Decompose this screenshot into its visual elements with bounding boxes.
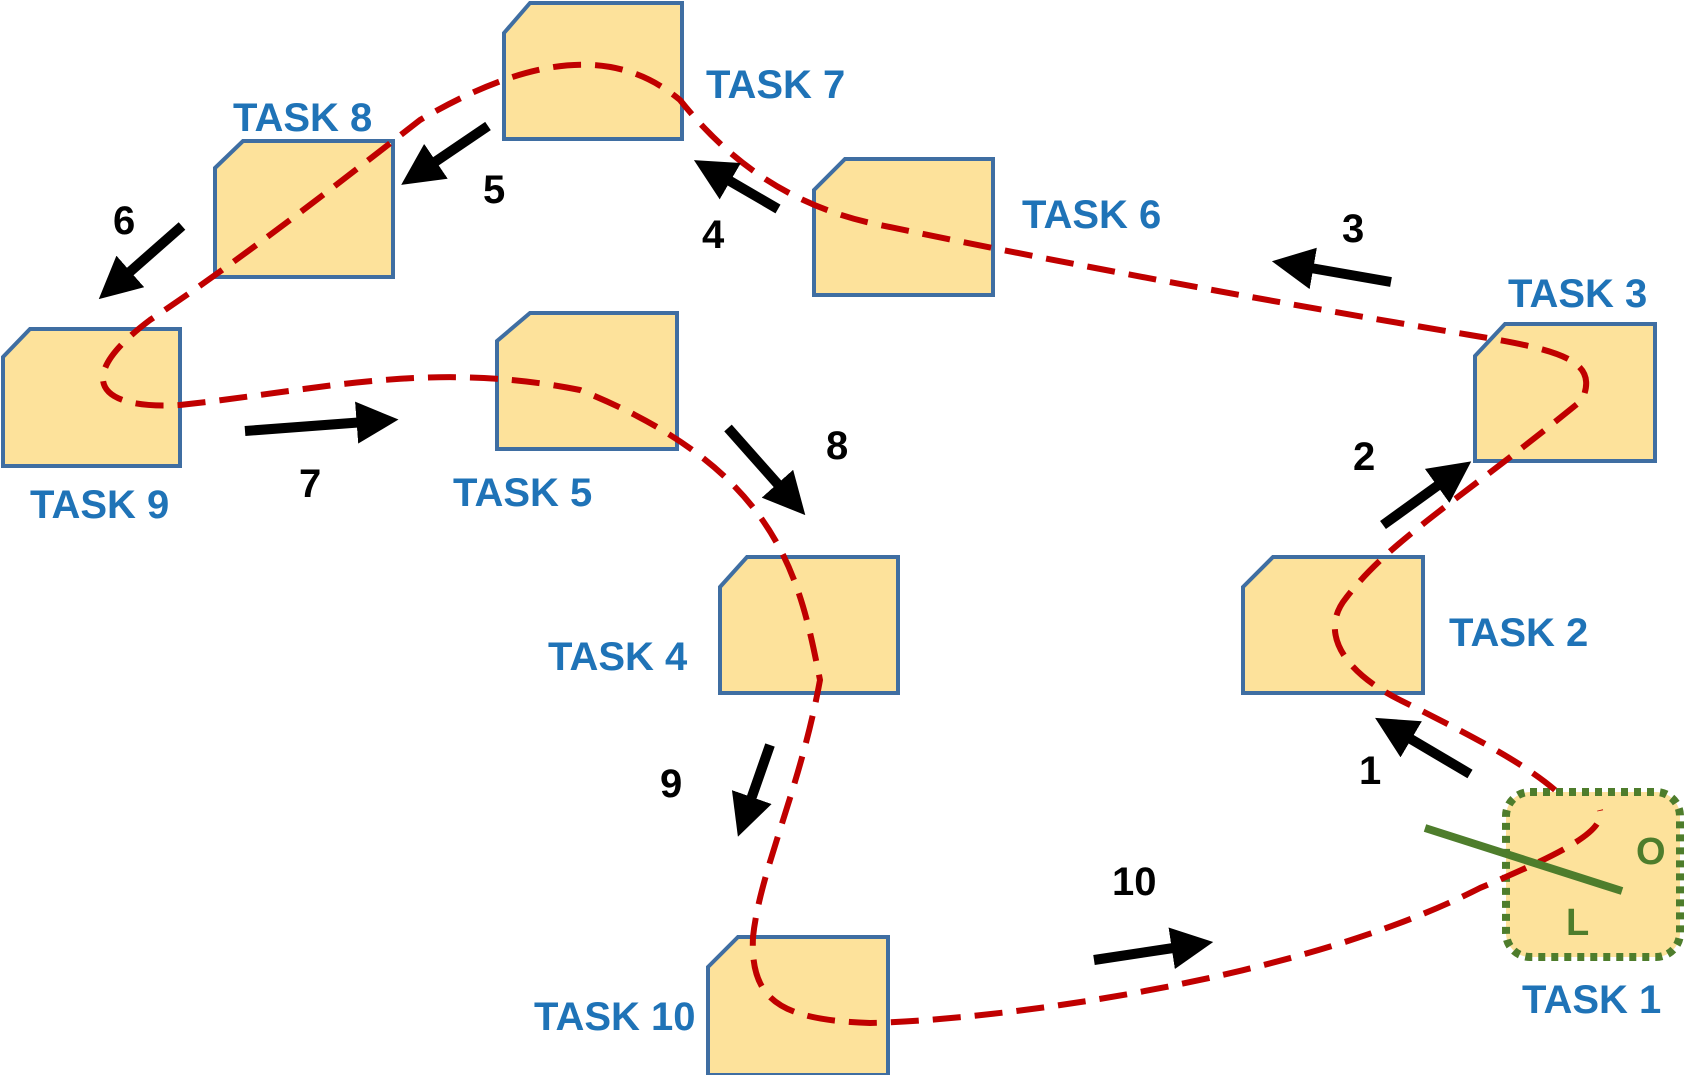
step-2-arrow <box>1380 461 1472 530</box>
task-10-label: TASK 10 <box>534 995 696 1039</box>
depot-o-label: O <box>1636 831 1666 873</box>
task-10-box <box>706 935 890 1075</box>
depot-l-label: L <box>1566 902 1589 944</box>
step-1-label: 1 <box>1359 749 1381 793</box>
step-4-arrow <box>693 160 781 214</box>
tour-route <box>99 61 1604 1027</box>
step-3-label: 3 <box>1342 207 1364 251</box>
task-6-label: TASK 6 <box>1022 193 1161 237</box>
step-7-arrow <box>244 401 399 444</box>
step-8-label: 8 <box>826 424 848 468</box>
task-3-box <box>1473 322 1657 463</box>
task-2-box <box>1241 555 1425 695</box>
task-1-label: TASK 1 <box>1522 978 1661 1022</box>
step-4-label: 4 <box>702 213 725 257</box>
task-5-label: TASK 5 <box>453 471 592 515</box>
task-2-label: TASK 2 <box>1449 611 1588 655</box>
lo-line <box>1423 824 1624 895</box>
step-6-label: 6 <box>113 199 135 243</box>
step-8-arrow <box>724 424 806 516</box>
task-4-box <box>718 555 900 695</box>
task-7-label: TASK 7 <box>706 63 845 107</box>
task-7-box <box>502 1 684 141</box>
step-6-arrow <box>98 222 186 300</box>
step-labels: 1 2 3 4 5 6 7 8 9 10 <box>113 168 1381 904</box>
step-10-arrow <box>1093 927 1214 970</box>
step-3-arrow <box>1271 247 1392 290</box>
task-9-label: TASK 9 <box>30 483 169 527</box>
step-10-label: 10 <box>1112 860 1157 904</box>
step-5-arrow <box>401 121 491 185</box>
step-7-label: 7 <box>299 462 321 506</box>
task-8-label: TASK 8 <box>233 96 372 140</box>
step-arrows <box>98 121 1473 970</box>
task-9-box <box>1 327 182 468</box>
step-9-label: 9 <box>660 762 682 806</box>
step-9-arrow <box>731 743 775 837</box>
task-labels: TASK 1 TASK 2 TASK 3 TASK 4 TASK 5 TASK … <box>30 63 1661 1039</box>
step-1-arrow <box>1375 717 1473 779</box>
step-5-label: 5 <box>483 168 505 212</box>
task-1-depot <box>1502 788 1684 961</box>
step-2-label: 2 <box>1353 435 1375 479</box>
task-4-label: TASK 4 <box>548 635 688 679</box>
task-3-label: TASK 3 <box>1508 272 1647 316</box>
